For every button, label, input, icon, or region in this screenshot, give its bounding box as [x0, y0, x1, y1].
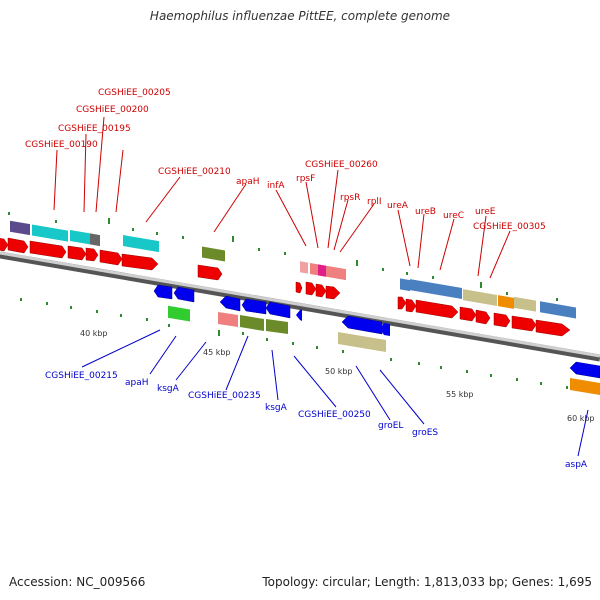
scale-label: 60 kbp	[567, 414, 595, 423]
gene-label: infA	[267, 181, 285, 191]
bottom-gene-labels: CGSHiEE_00215 apaH ksgA CGSHiEE_00235 ks…	[45, 371, 588, 470]
scale-label: 55 kbp	[446, 390, 474, 399]
gene-label: apaH	[125, 378, 149, 388]
gene-label: groEL	[378, 421, 403, 431]
genome-title: Haemophilus influenzae PittEE, complete …	[149, 9, 451, 23]
genome-summary: Topology: circular; Length: 1,813,033 bp…	[262, 575, 592, 589]
scale-label: 40 kbp	[80, 329, 108, 338]
gene-label: CGSHiEE_00305	[473, 222, 546, 232]
bottom-tick-marks	[20, 298, 592, 393]
gene-label: apaH	[236, 177, 260, 187]
genome-backbone	[0, 251, 600, 362]
gene-label: CGSHiEE_00200	[76, 105, 149, 115]
gene-label: ksgA	[265, 403, 288, 413]
top-leader-lines	[53, 116, 511, 279]
gene-label: ureB	[415, 207, 436, 217]
bottom-features	[153, 284, 600, 395]
gene-label: CGSHiEE_00260	[305, 160, 378, 170]
gene-label: ureA	[387, 201, 409, 211]
gene-label: CGSHiEE_00210	[158, 167, 231, 177]
gene-label: CGSHiEE_00205	[98, 88, 171, 98]
top-tick-marks	[8, 212, 558, 301]
gene-label: ksgA	[157, 384, 180, 394]
gene-label: CGSHiEE_00235	[188, 391, 261, 401]
gene-label: CGSHiEE_00195	[58, 124, 131, 134]
gene-label: CGSHiEE_00215	[45, 371, 118, 381]
accession-label: Accession: NC_009566	[9, 575, 146, 589]
top-gene-labels: CGSHiEE_00205 CGSHiEE_00200 CGSHiEE_0019…	[25, 88, 546, 232]
scale-label: 45 kbp	[203, 348, 231, 357]
forward-cds-arrows	[0, 237, 571, 337]
top-feature-boxes	[10, 220, 576, 319]
scale-labels: 40 kbp 45 kbp 50 kbp 55 kbp 60 kbp	[80, 329, 595, 423]
gene-label: CGSHiEE_00190	[25, 140, 98, 150]
gene-label: ureC	[443, 211, 464, 221]
gene-label: CGSHiEE_00250	[298, 410, 371, 420]
gene-label: rpsF	[296, 174, 315, 184]
gene-label: ureE	[475, 207, 496, 217]
gene-label: rplI	[367, 197, 382, 207]
gene-label: rpsR	[340, 193, 360, 203]
bottom-leader-lines	[81, 329, 589, 457]
scale-label: 50 kbp	[325, 367, 353, 376]
gene-label: groES	[412, 428, 438, 438]
gene-label: aspA	[565, 460, 588, 470]
